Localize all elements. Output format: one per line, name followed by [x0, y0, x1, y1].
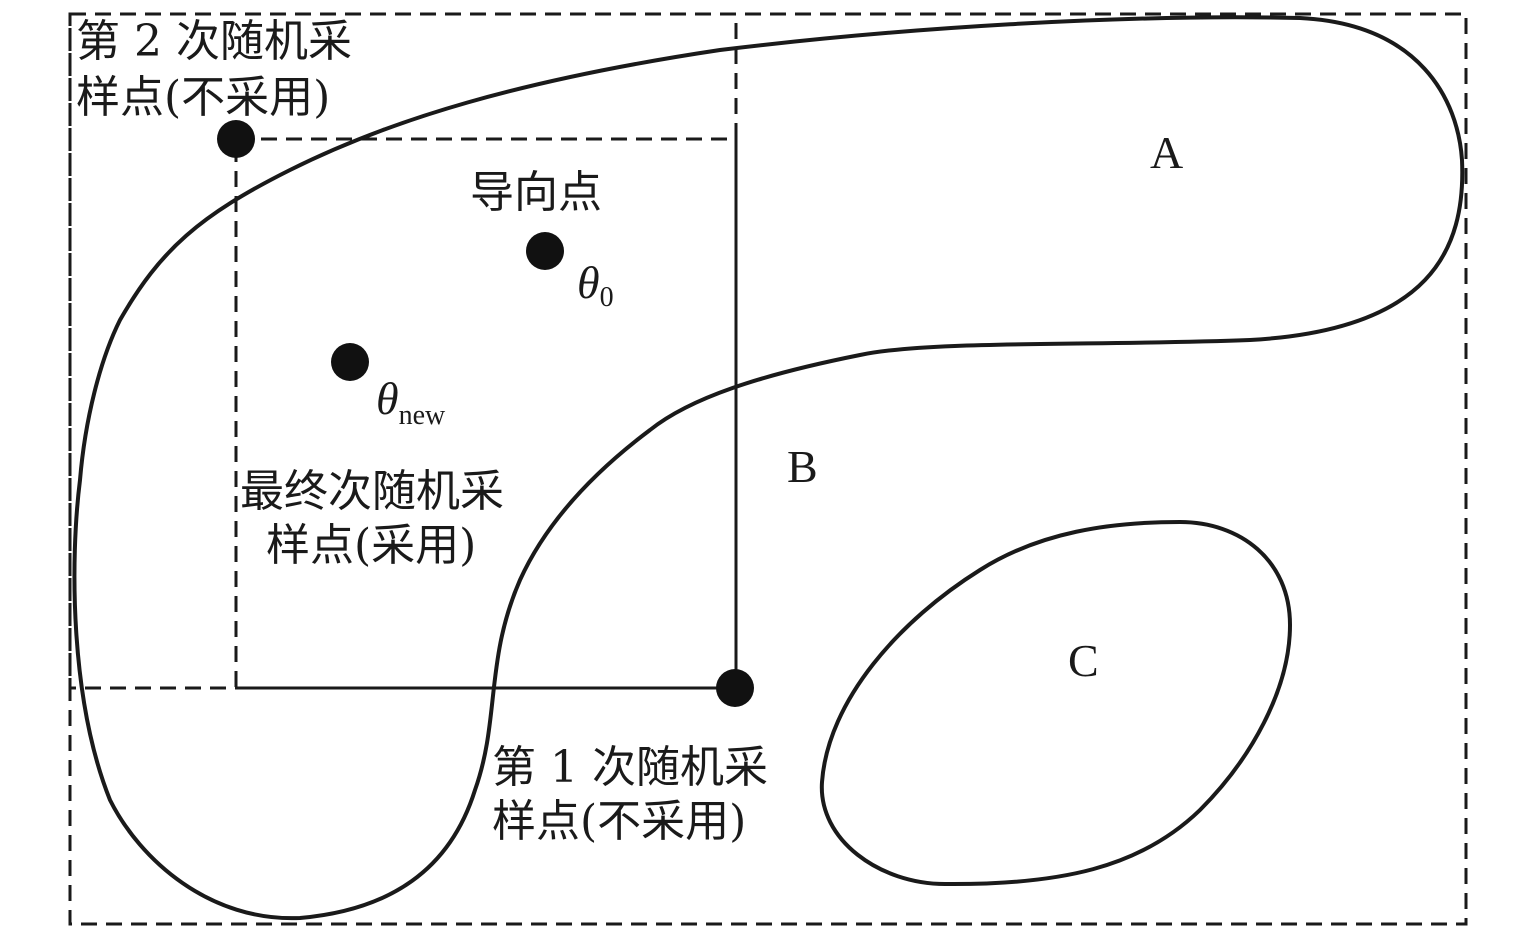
sample2-point: [217, 120, 255, 158]
region-c-contour: [819, 520, 1292, 887]
final-sample-label-line1: 最终次随机采: [240, 466, 504, 517]
guide-label: 导向点: [470, 167, 602, 218]
sample1-label-line1: 第 1 次随机采: [492, 742, 768, 793]
guide-point: [526, 232, 564, 270]
final-sample-label-line2: 样点(采用): [266, 520, 476, 571]
sample2-label-line2: 样点(不采用): [76, 72, 330, 123]
region-a-label: A: [1150, 127, 1183, 178]
region-ab-contour: [72, 15, 1465, 921]
new-point: [331, 343, 369, 381]
sample2-label-line1: 第 2 次随机采: [76, 16, 352, 67]
sample1-label-line2: 样点(不采用): [492, 796, 746, 847]
region-c-label: C: [1068, 635, 1099, 686]
sample1-point: [716, 669, 754, 707]
theta0-symbol: θ0: [577, 257, 614, 313]
region-b-label: B: [787, 441, 818, 492]
theta-new-symbol: θnew: [376, 373, 446, 431]
final-sampling-box: [234, 137, 738, 690]
